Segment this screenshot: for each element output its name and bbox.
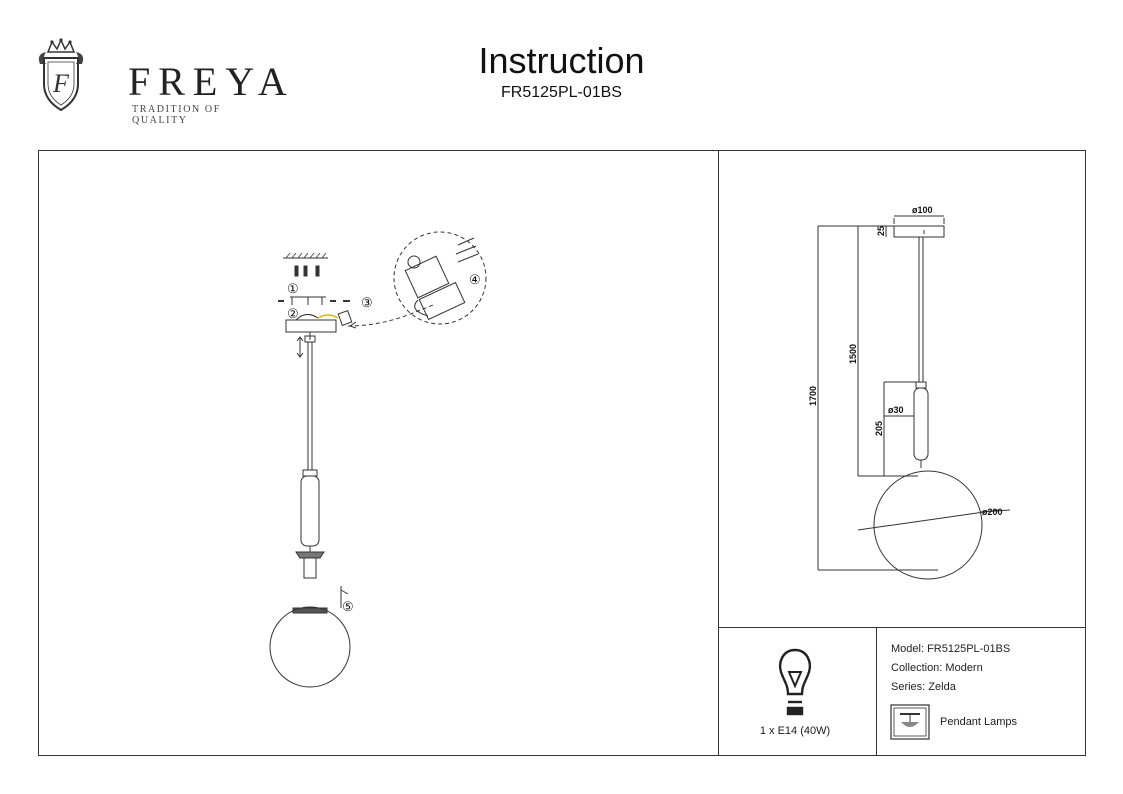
bulb-icon [779, 648, 811, 716]
dim-cord-length: 1500 [848, 344, 858, 364]
model-code: FR5125PL-01BS [501, 84, 622, 101]
brand-tagline: TRADITION OF QUALITY [132, 104, 221, 126]
spec-collection: Collection: Modern [891, 662, 983, 674]
dim-holder-length: 205 [874, 421, 884, 436]
dim-globe-diameter: ø200 [982, 507, 1003, 517]
assembly-diagram: ① ② ③ ④ ⑤ [269, 231, 487, 688]
step-2-label: ② [287, 306, 299, 321]
dim-canopy-height: 25 [876, 226, 886, 236]
brand-name: FREYA [128, 59, 295, 104]
divider-vertical [718, 150, 720, 756]
drawing-frame [38, 150, 1086, 756]
dim-canopy-diameter: ø100 [912, 205, 933, 215]
crest-icon: F [38, 38, 84, 112]
page-title: Instruction [478, 40, 645, 81]
dimension-diagram: ø100 25 1700 1500 205 ø30 ø200 [808, 205, 1011, 580]
divider-spec [876, 627, 878, 756]
step-4-label: ④ [469, 272, 481, 287]
pendant-lamp-icon [890, 704, 930, 740]
step-5-label: ⑤ [342, 599, 354, 614]
step-3-label: ③ [361, 295, 373, 310]
divider-horizontal [718, 627, 1086, 629]
step-1-label: ① [287, 281, 299, 296]
spec-model: Model: FR5125PL-01BS [891, 643, 1011, 655]
dim-total-height: 1700 [808, 386, 818, 406]
logo-letter: F [52, 69, 70, 98]
spec-type: Pendant Lamps [940, 716, 1018, 728]
spec-series: Series: Zelda [891, 681, 956, 693]
brand-logo: F FREYA TRADITION OF QUALITY [32, 38, 287, 126]
bulb-spec: 1 x E14 (40W) [759, 725, 831, 737]
dim-holder-diameter: ø30 [888, 405, 904, 415]
